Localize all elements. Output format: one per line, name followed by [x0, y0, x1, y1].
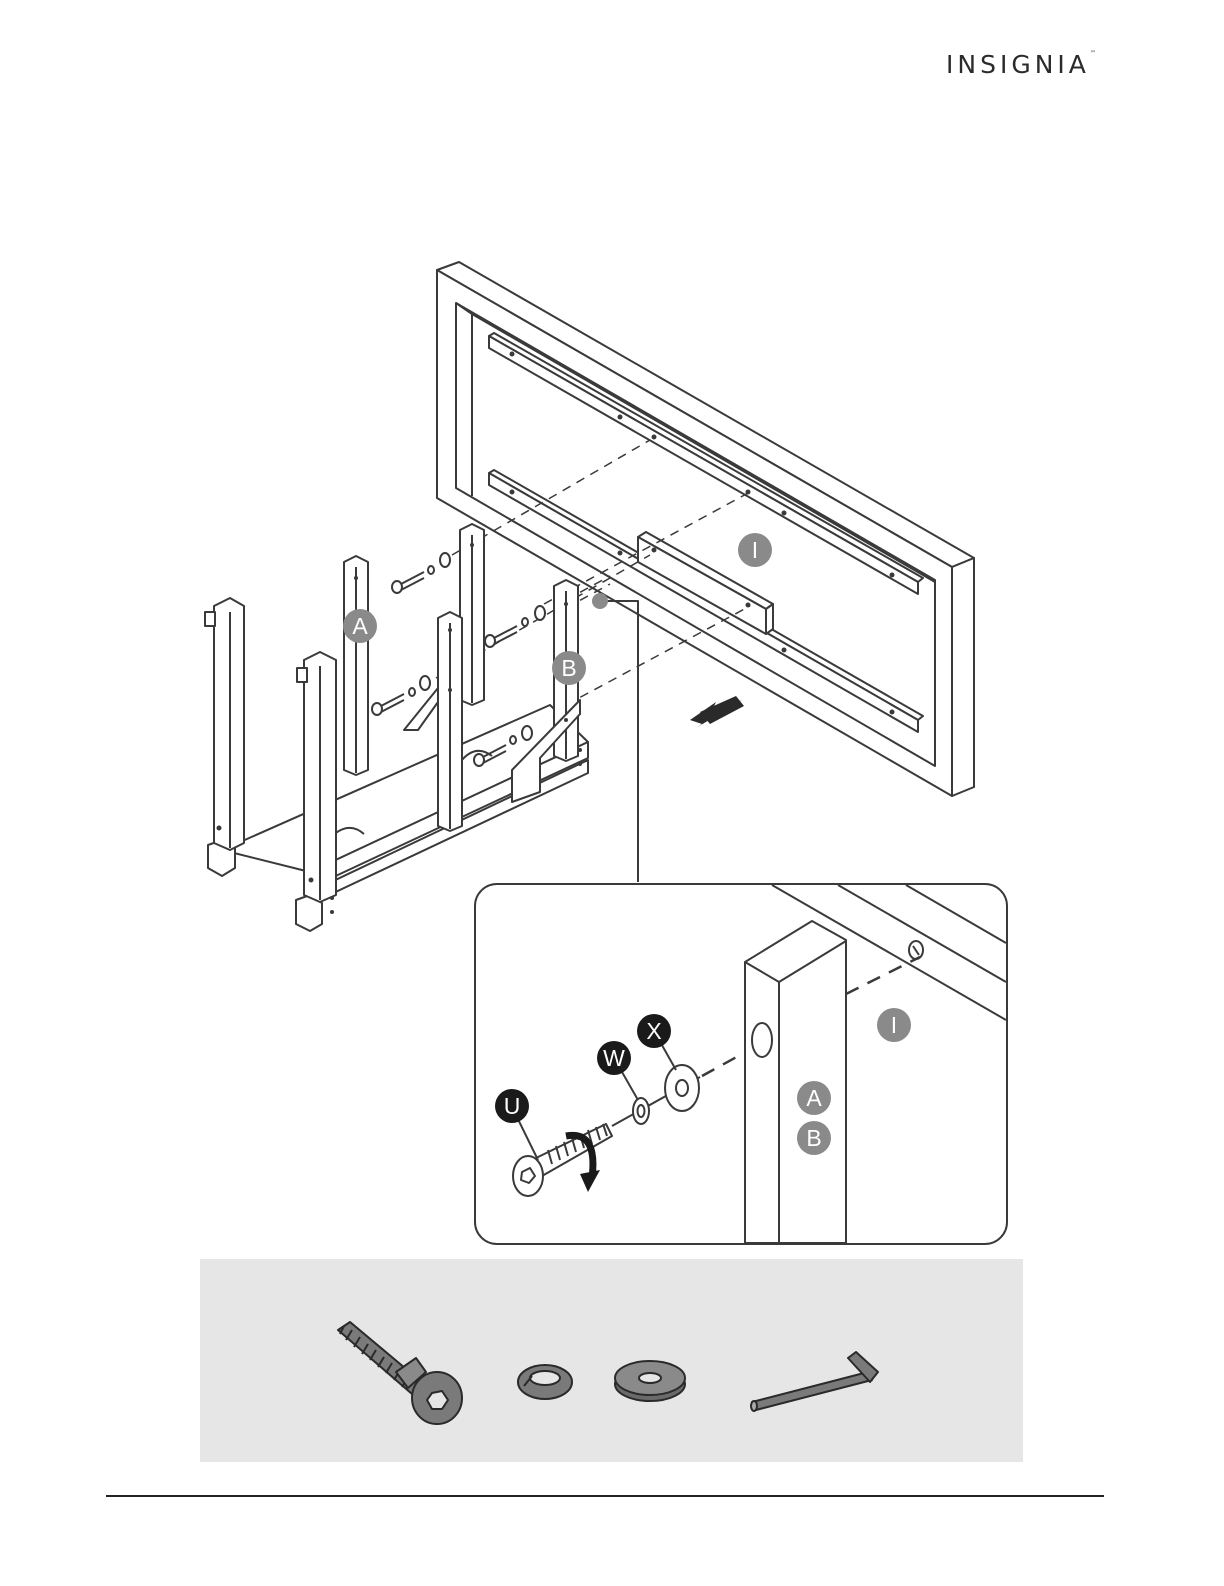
- bolt-upper-left: [392, 553, 450, 593]
- footer-rule: [106, 1495, 1104, 1497]
- label-detail-b-text: B: [806, 1125, 821, 1151]
- label-part-i-text: I: [752, 537, 758, 563]
- label-detail-a-text: A: [806, 1085, 822, 1111]
- hardware-panel: [200, 1259, 1023, 1462]
- callout-dot: [592, 593, 608, 609]
- label-detail-u-text: U: [504, 1093, 521, 1119]
- arrow-shaft: [700, 696, 744, 724]
- label-part-b-text: B: [561, 655, 576, 681]
- label-detail-i-text: I: [891, 1012, 897, 1038]
- label-detail-w-text: W: [603, 1045, 625, 1071]
- bolt-upper-right: [485, 606, 545, 647]
- label-detail-x-text: X: [646, 1018, 661, 1044]
- callout-leader: [600, 601, 638, 882]
- detail-box: [475, 884, 1007, 1244]
- label-part-a-text: A: [352, 613, 368, 639]
- lock-washer-icon: [518, 1365, 572, 1399]
- flat-washer-icon: [615, 1361, 685, 1401]
